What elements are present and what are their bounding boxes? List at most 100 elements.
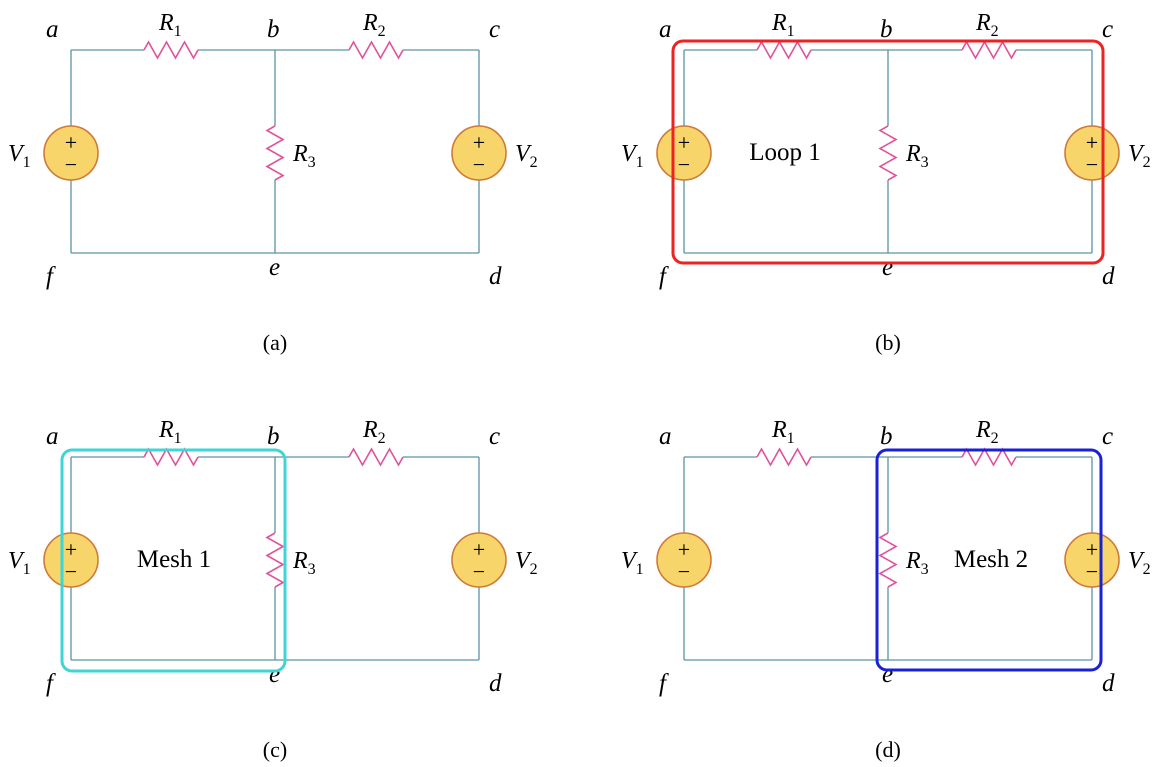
- node-a-label: a: [659, 16, 672, 43]
- minus-sign: −: [678, 152, 690, 177]
- panel-caption: (a): [263, 330, 287, 355]
- resistor-r1: [756, 40, 812, 60]
- plus-sign: +: [1086, 537, 1098, 562]
- r3-label: R3: [292, 548, 316, 578]
- source-circle: [451, 532, 507, 588]
- node-e-label: e: [882, 661, 893, 688]
- loop1-highlight-box: [671, 39, 1105, 265]
- node-f-label: f: [659, 263, 669, 290]
- minus-sign: −: [473, 559, 485, 584]
- voltage-source-v2: +−: [451, 125, 507, 181]
- v1-label: V1: [8, 548, 31, 578]
- node-b-label: b: [267, 423, 280, 450]
- voltage-source-v1: +−: [43, 125, 99, 181]
- resistor-r3: [265, 125, 285, 181]
- node-d-label: d: [489, 670, 502, 697]
- voltage-source-v1: +−: [43, 532, 99, 588]
- panel-caption: (c): [263, 737, 287, 762]
- plus-sign: +: [678, 537, 690, 562]
- minus-sign: −: [1086, 559, 1098, 584]
- v2-label: V2: [515, 141, 538, 171]
- voltage-source-v2: +−: [1064, 125, 1120, 181]
- node-c-label: c: [1102, 423, 1113, 450]
- node-f-label: f: [659, 670, 669, 697]
- node-c-label: c: [489, 16, 500, 43]
- r3-label: R3: [905, 548, 929, 578]
- r1-label: R1: [771, 10, 795, 40]
- resistor-r2: [348, 40, 404, 60]
- r1-label: R1: [158, 417, 182, 447]
- r1-label: R1: [158, 10, 182, 40]
- plus-sign: +: [473, 130, 485, 155]
- source-circle: [43, 532, 99, 588]
- node-f-label: f: [46, 263, 56, 290]
- r2-label: R2: [362, 10, 386, 40]
- resistor-r1: [143, 40, 199, 60]
- mesh2-label: Mesh 2: [954, 546, 1028, 573]
- node-d-label: d: [489, 263, 502, 290]
- panel-caption: (b): [875, 330, 901, 355]
- source-circle: [656, 125, 712, 181]
- node-b-label: b: [880, 16, 893, 43]
- node-d-label: d: [1102, 263, 1115, 290]
- v2-label: V2: [1128, 141, 1151, 171]
- voltage-source-v2: +−: [451, 532, 507, 588]
- resistor-r3: [878, 125, 898, 181]
- v1-label: V1: [621, 141, 644, 171]
- r2-label: R2: [975, 10, 999, 40]
- minus-sign: −: [65, 152, 77, 177]
- node-f-label: f: [46, 670, 56, 697]
- v1-label: V1: [621, 548, 644, 578]
- voltage-source-v1: +−: [656, 125, 712, 181]
- node-c-label: c: [1102, 16, 1113, 43]
- r1-label: R1: [771, 417, 795, 447]
- node-b-label: b: [267, 16, 280, 43]
- plus-sign: +: [1086, 130, 1098, 155]
- node-b-label: b: [880, 423, 893, 450]
- mesh1-label: Mesh 1: [137, 546, 211, 573]
- minus-sign: −: [65, 559, 77, 584]
- resistor-r3: [265, 532, 285, 588]
- node-e-label: e: [269, 661, 280, 688]
- node-e-label: e: [882, 254, 893, 281]
- voltage-source-v1: +−: [656, 532, 712, 588]
- source-circle: [43, 125, 99, 181]
- resistor-r2: [348, 447, 404, 467]
- resistor-r1: [143, 447, 199, 467]
- minus-sign: −: [473, 152, 485, 177]
- resistor-r3: [878, 532, 898, 588]
- plus-sign: +: [473, 537, 485, 562]
- node-e-label: e: [269, 254, 280, 281]
- v1-label: V1: [8, 141, 31, 171]
- r2-label: R2: [975, 417, 999, 447]
- resistor-r1: [756, 447, 812, 467]
- r2-label: R2: [362, 417, 386, 447]
- panel-caption: (d): [875, 737, 901, 762]
- source-circle: [1064, 125, 1120, 181]
- mesh1-highlight-box: [60, 448, 287, 673]
- source-circle: [656, 532, 712, 588]
- v2-label: V2: [515, 548, 538, 578]
- v2-label: V2: [1128, 548, 1151, 578]
- plus-sign: +: [678, 130, 690, 155]
- plus-sign: +: [65, 537, 77, 562]
- node-d-label: d: [1102, 670, 1115, 697]
- voltage-source-v2: +−: [1064, 532, 1120, 588]
- node-c-label: c: [489, 423, 500, 450]
- r3-label: R3: [905, 141, 929, 171]
- node-a-label: a: [659, 423, 672, 450]
- resistor-r2: [961, 447, 1017, 467]
- source-circle: [451, 125, 507, 181]
- source-circle: [1064, 532, 1120, 588]
- resistor-r2: [961, 40, 1017, 60]
- node-a-label: a: [46, 16, 59, 43]
- mesh2-highlight-box: [875, 448, 1103, 672]
- minus-sign: −: [678, 559, 690, 584]
- r3-label: R3: [292, 141, 316, 171]
